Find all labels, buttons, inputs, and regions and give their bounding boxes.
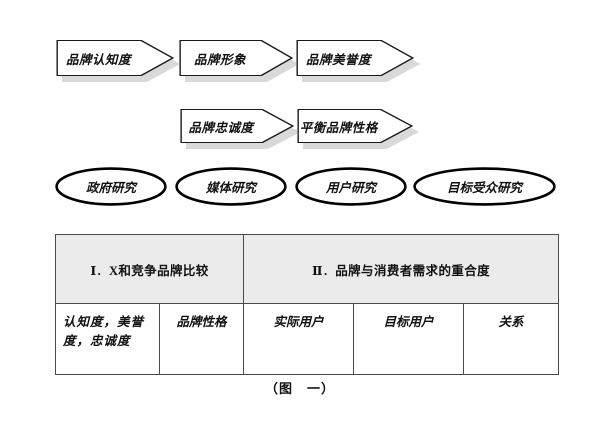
matrix-body-cell-3: 实际用户 — [243, 303, 354, 375]
ellipse-label: 媒体研究 — [205, 181, 256, 195]
ellipse-label: 政府研究 — [85, 181, 136, 195]
matrix-header-cell-2: Ⅱ. 品牌与消费者需求的重合度 — [242, 234, 560, 304]
matrix-header-text: 品牌与消费者需求的重合度 — [328, 263, 491, 278]
arrow-label: 品牌美誉度 — [305, 52, 371, 67]
research-ellipse-1: 政府研究 — [55, 167, 167, 206]
matrix-header-text: X和竞争品牌比较 — [102, 263, 209, 278]
research-ellipse-3: 用户研究 — [295, 167, 407, 206]
ellipse-outline-icon — [413, 167, 556, 206]
matrix-header-numeral: Ⅰ. — [90, 263, 103, 278]
arrow-label: 品牌形象 — [194, 52, 247, 67]
matrix-header-numeral: Ⅱ. — [311, 263, 329, 278]
ellipse-outline-icon — [295, 167, 407, 206]
flow-arrow-2-2: 平衡品牌性格 — [297, 109, 419, 149]
ellipse-label: 目标受众研究 — [446, 181, 522, 195]
ellipse-label: 用户研究 — [325, 181, 376, 195]
matrix-body-cell-label: 品牌性格 — [176, 315, 227, 329]
matrix-body-cell-2: 品牌性格 — [159, 303, 244, 375]
flow-arrow-1-1: 品牌认知度 — [56, 40, 180, 82]
figure-caption: （图 一） — [264, 381, 335, 396]
arrow-label: 品牌忠诚度 — [188, 120, 254, 135]
flow-arrow-1-3: 品牌美誉度 — [296, 40, 420, 82]
matrix-body-row: 认知度，美誉度，忠诚度 品牌性格 实际用户 目标用户 关系 — [55, 303, 560, 375]
ellipse-outline-icon — [55, 167, 167, 206]
matrix-body-cell-label: 实际用户 — [273, 315, 324, 329]
research-ellipse-4: 目标受众研究 — [413, 167, 556, 206]
matrix-body-cell-5: 关系 — [462, 303, 560, 375]
ellipse-outline-icon — [175, 167, 287, 206]
matrix-body-cell-label: 认知度，美誉度，忠诚度 — [63, 315, 145, 349]
research-ellipse-2: 媒体研究 — [175, 167, 287, 206]
matrix-body-cell-4: 目标用户 — [353, 303, 464, 375]
matrix-header-cell-1: Ⅰ. X和竞争品牌比较 — [55, 234, 244, 304]
matrix-body-cell-1: 认知度，美誉度，忠诚度 — [55, 303, 160, 375]
flow-arrow-1-2: 品牌形象 — [179, 40, 299, 82]
arrow-label: 平衡品牌性格 — [299, 120, 378, 135]
flow-arrow-2-1: 品牌忠诚度 — [180, 109, 300, 149]
matrix-body-cell-label: 目标用户 — [383, 315, 434, 329]
arrow-label: 品牌认知度 — [65, 52, 131, 67]
matrix-body-cell-label: 关系 — [498, 315, 524, 329]
